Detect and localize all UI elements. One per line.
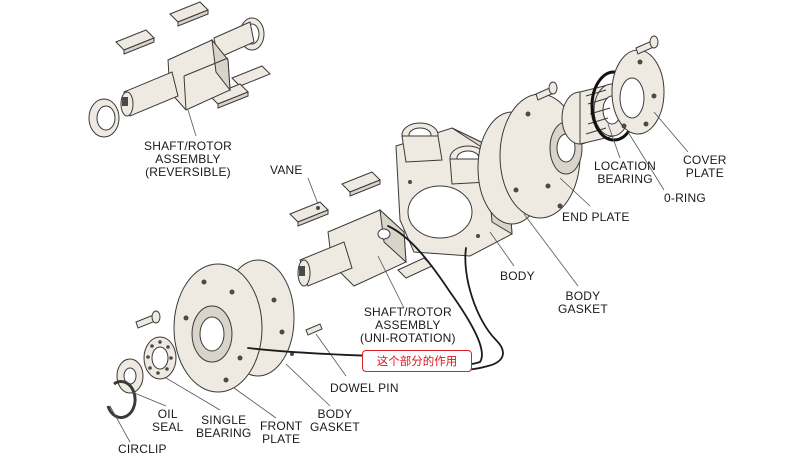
label-body-gasket-bottom: BODY GASKET [310,407,360,434]
label-body: BODY [500,269,535,283]
label-circlip: CIRCLIP [118,442,167,456]
label-vane: VANE [270,163,303,177]
small-parts-drawing [106,310,323,420]
label-front-plate: FRONT PLATE [260,419,303,446]
label-oil-seal: OIL SEAL [152,407,184,434]
vane-top-3 [231,65,271,87]
label-cover-plate: COVER PLATE [683,153,727,180]
reversible-shaft-rotor-drawing [88,1,271,138]
cover-plate-assembly-drawing [561,35,665,145]
label-body-gasket-right: BODY GASKET [558,289,608,316]
label-single-bearing: SINGLE BEARING [196,413,252,440]
label-location-bearing: LOCATION BEARING [594,159,657,186]
leader-lines [109,109,689,443]
label-shaft-rotor-uni: SHAFT/ROTOR ASSEMBLY (UNI-ROTATION) [360,305,456,345]
label-shaft-rotor-reversible: SHAFT/ROTOR ASSEMBLY (REVERSIBLE) [144,139,232,179]
uni-shaft-rotor-drawing [289,171,433,287]
end-plate-drawing [477,81,583,225]
front-plate-drawing [173,259,295,393]
label-end-plate: END PLATE [562,210,630,224]
label-dowel-pin: DOWEL PIN [330,381,399,395]
annotation-note: 这个部分的作用 [362,350,472,372]
label-o-ring: 0-RING [664,191,706,205]
